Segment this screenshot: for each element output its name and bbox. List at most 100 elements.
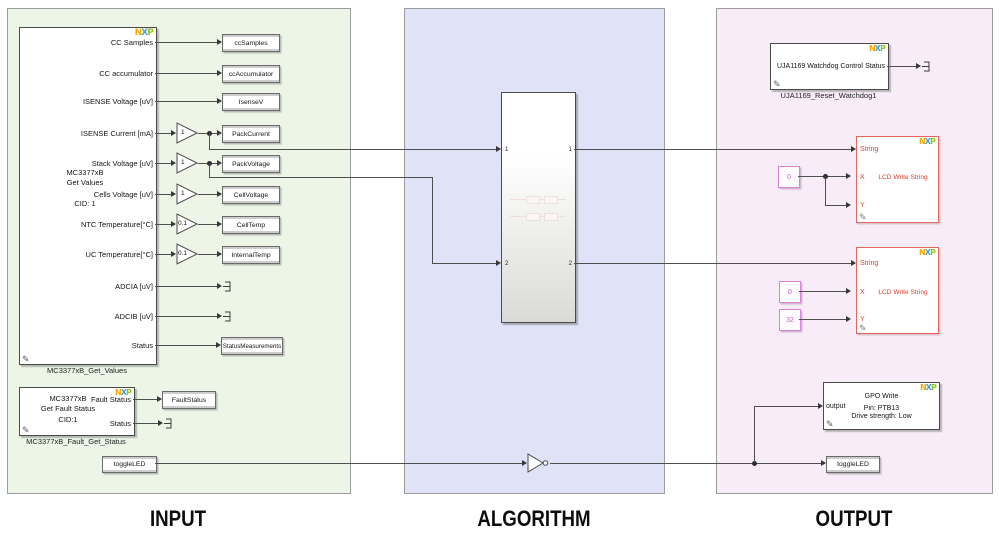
wire[interactable] (155, 163, 171, 164)
wire[interactable] (155, 316, 217, 317)
outport-statusmeasurements[interactable]: StatusMeasurements (221, 337, 283, 355)
pencil-icon: ✎ (859, 212, 867, 222)
gain-block[interactable] (176, 213, 199, 235)
constant-block[interactable]: 0 (778, 166, 800, 188)
arrowhead (171, 251, 176, 257)
wire[interactable] (432, 263, 496, 264)
wire[interactable] (198, 194, 217, 195)
arrowhead (846, 173, 851, 179)
not-gate[interactable] (527, 453, 551, 473)
gain-value: 1 (181, 159, 185, 166)
gain-block[interactable] (176, 152, 199, 174)
wire[interactable] (209, 133, 210, 149)
wire[interactable] (155, 286, 217, 287)
wire[interactable] (754, 406, 755, 463)
block-title: MC3377xB Get Fault Status (40, 394, 96, 413)
gain-block[interactable] (176, 183, 199, 205)
outport-cellvoltage[interactable]: CellVoltage (222, 186, 280, 204)
outport-packcurrent[interactable]: PackCurrent (222, 125, 280, 143)
pencil-icon: ✎ (826, 419, 834, 429)
port-number: 2 (505, 261, 509, 267)
wire[interactable] (550, 463, 821, 464)
fault-status-block[interactable]: NXP MC3377xB Get Fault Status CID:1 Faul… (19, 387, 135, 436)
wire[interactable] (133, 399, 157, 400)
outport-ccsamples[interactable]: ccSamples (222, 34, 280, 52)
arrowhead (171, 191, 176, 197)
get-values-block[interactable]: NXP CC Samples CC accumulator ISENSE Vol… (19, 27, 157, 365)
outport-ccaccumulator[interactable]: ccAccumulator (222, 65, 280, 83)
subsystem-preview (510, 196, 566, 204)
outport-packvoltage[interactable]: PackVoltage (222, 155, 280, 173)
constant-block[interactable]: 0 (779, 281, 801, 303)
port-label: Cells Voltage [uV] (93, 190, 153, 199)
arrowhead (171, 130, 176, 136)
lcd-write-string-block-2[interactable]: NXP String X Y LCD Write String ✎ (856, 247, 939, 334)
wire[interactable] (198, 224, 217, 225)
arrowhead (821, 460, 826, 466)
wire[interactable] (155, 73, 217, 74)
arrowhead (916, 63, 921, 69)
get-values-block-label: MC3377xB_Get_Values (47, 366, 127, 375)
pencil-icon: ✎ (859, 323, 867, 333)
port-label: Y (860, 316, 865, 323)
wire[interactable] (574, 263, 851, 264)
wire[interactable] (754, 406, 818, 407)
gpo-write-block[interactable]: NXP GPO Write Pin: PTB13 Drive strength:… (823, 382, 940, 430)
gain-block[interactable] (176, 122, 199, 144)
port-label: ADCIA [uV] (115, 282, 153, 291)
wire[interactable] (155, 42, 217, 43)
arrowhead (217, 70, 222, 76)
port-label: String (860, 146, 879, 153)
wire[interactable] (155, 224, 171, 225)
output-section-label: OUTPUT (815, 506, 893, 531)
wire[interactable] (198, 254, 217, 255)
wire[interactable] (887, 66, 916, 67)
inport-toggleled[interactable]: toggleLED (102, 456, 157, 473)
block-text: UJA1169 Watchdog Control (777, 63, 863, 70)
wire[interactable] (155, 345, 216, 346)
fault-block-label: MC3377xB_Fault_Get_Status (26, 437, 126, 446)
wire[interactable] (209, 149, 496, 150)
port-label: Status (109, 419, 131, 428)
wire[interactable] (133, 423, 158, 424)
port-label: X (860, 174, 865, 181)
wire[interactable] (209, 163, 210, 177)
constant-block[interactable]: 32 (779, 309, 801, 331)
wire[interactable] (798, 176, 846, 177)
wire[interactable] (155, 194, 171, 195)
port-number: 2 (568, 261, 572, 267)
pencil-icon: ✎ (773, 79, 781, 89)
uja1169-watchdog-block[interactable]: NXP UJA1169 Watchdog Control Status ✎ (770, 43, 889, 90)
outport-faultstatus[interactable]: FaultStatus (162, 391, 216, 409)
wire[interactable] (155, 463, 522, 464)
outport-internaltemp[interactable]: InternalTemp (222, 246, 280, 264)
arrowhead (217, 130, 222, 136)
gain-block[interactable] (176, 243, 199, 265)
algorithm-subsystem-block[interactable]: 1 2 1 2 (501, 92, 576, 323)
outport-isensev[interactable]: IsenseV (222, 93, 280, 111)
arrowhead (217, 251, 222, 257)
wire[interactable] (209, 177, 432, 178)
terminator-icon (223, 311, 231, 322)
wire[interactable] (432, 177, 433, 263)
wire[interactable] (574, 149, 851, 150)
wire[interactable] (155, 254, 171, 255)
block-text: Drive strength: Low (851, 413, 912, 420)
gain-value: 1 (181, 190, 185, 197)
wire[interactable] (155, 101, 217, 102)
nxp-logo-icon: NXP (919, 383, 937, 392)
subsystem-preview (510, 213, 566, 221)
nxp-logo-icon: NXP (114, 388, 132, 397)
pencil-icon: ✎ (22, 425, 30, 435)
wire[interactable] (825, 176, 826, 205)
wire[interactable] (799, 291, 846, 292)
arrowhead (158, 420, 163, 426)
wire[interactable] (825, 205, 846, 206)
wire[interactable] (155, 133, 171, 134)
arrowhead (846, 316, 851, 322)
port-label: NTC Temperature[°C] (80, 220, 153, 229)
wire[interactable] (799, 319, 846, 320)
outport-celltemp[interactable]: CellTemp (222, 216, 280, 234)
lcd-write-string-block-1[interactable]: NXP String X Y LCD Write String ✎ (856, 136, 939, 223)
outport-toggleled[interactable]: toggleLED (826, 456, 880, 473)
